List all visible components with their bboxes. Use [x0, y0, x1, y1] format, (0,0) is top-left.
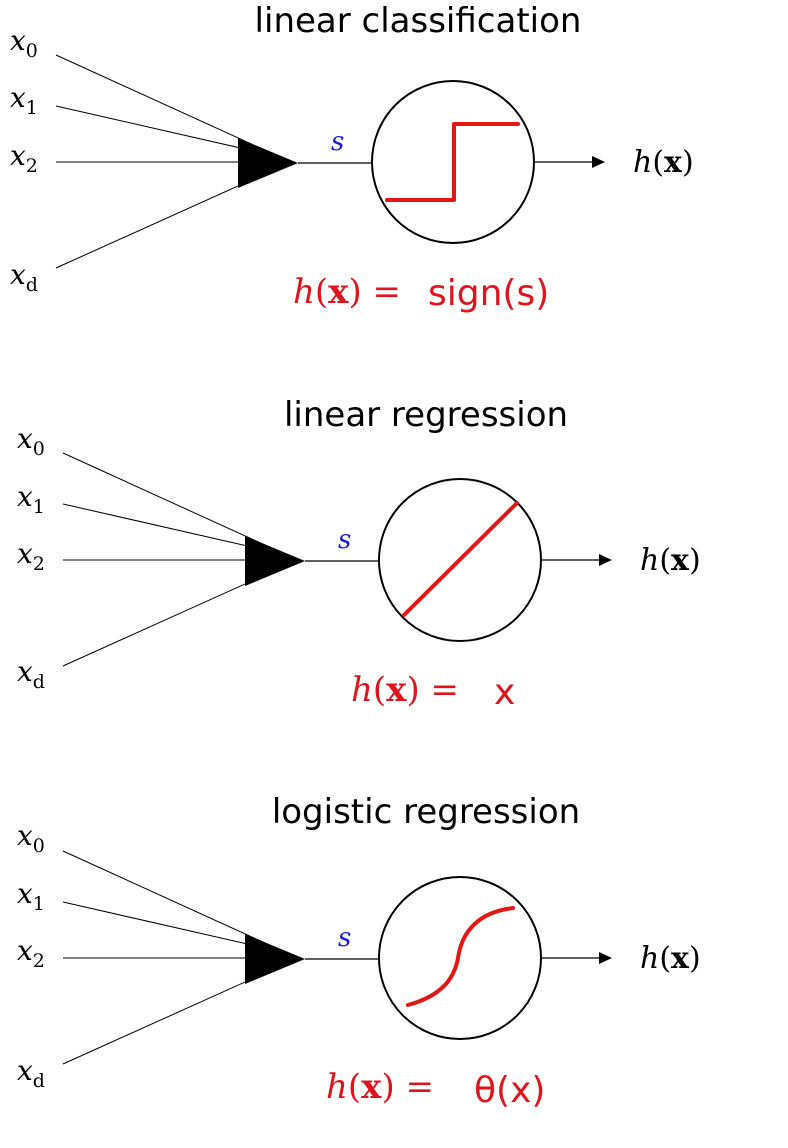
output-arrowhead	[592, 156, 605, 168]
signal-label: s	[331, 127, 344, 157]
panel-title: logistic regression	[272, 792, 580, 832]
input-label-x2: x2	[17, 537, 45, 575]
input-wire-xd	[62, 574, 266, 667]
signal-label: s	[338, 525, 351, 555]
input-label-x1: x1	[10, 81, 38, 119]
output-label: h(x)	[640, 543, 701, 578]
summation-triangle	[245, 934, 305, 984]
input-label-x0: x0	[17, 422, 45, 460]
input-wire-x0	[55, 54, 259, 148]
input-wire-x1	[55, 105, 259, 153]
input-label-x1: x1	[17, 877, 45, 915]
panel-linear-classification: linear classification x0 x1 x2 xd s h(x)…	[10, 1, 694, 314]
signal-label: s	[338, 923, 351, 953]
panel-title: linear regression	[284, 395, 568, 435]
input-wire-xd	[62, 972, 266, 1065]
summation-triangle	[238, 138, 298, 188]
formula-lhs: h(x) =	[351, 670, 459, 710]
input-label-x0: x0	[17, 819, 45, 857]
input-label-x2: x2	[17, 934, 45, 972]
input-label-xd: xd	[17, 1054, 45, 1092]
panel-title: linear classification	[255, 1, 582, 41]
input-wire-x1	[62, 503, 266, 551]
input-wire-xd	[55, 176, 259, 269]
output-label: h(x)	[633, 145, 694, 180]
input-wire-x0	[62, 850, 266, 944]
input-wire-x1	[62, 901, 266, 949]
input-label-x1: x1	[17, 480, 45, 518]
step-function-curve	[385, 122, 520, 202]
formula-lhs: h(x) =	[326, 1067, 434, 1107]
input-label-x2: x2	[10, 139, 38, 177]
formula-lhs: h(x) =	[293, 272, 401, 312]
formula-rhs-handwritten: x	[494, 672, 515, 713]
output-label: h(x)	[640, 941, 701, 976]
input-wire-x0	[62, 452, 266, 546]
output-arrowhead	[599, 554, 612, 566]
sigmoid-function-curve	[406, 906, 515, 1007]
input-label-xd: xd	[10, 258, 38, 296]
panel-logistic-regression: logistic regression x0 x1 x2 xd s h(x) h…	[17, 792, 701, 1111]
input-label-xd: xd	[17, 655, 45, 693]
input-label-x0: x0	[10, 24, 38, 62]
summation-triangle	[245, 536, 305, 586]
output-arrowhead	[599, 952, 612, 964]
formula-rhs-handwritten: sign(s)	[428, 273, 549, 314]
formula-rhs-handwritten: θ(x)	[474, 1070, 545, 1111]
identity-function-curve	[402, 501, 519, 617]
panel-linear-regression: linear regression x0 x1 x2 xd s h(x) h(x…	[17, 395, 701, 713]
